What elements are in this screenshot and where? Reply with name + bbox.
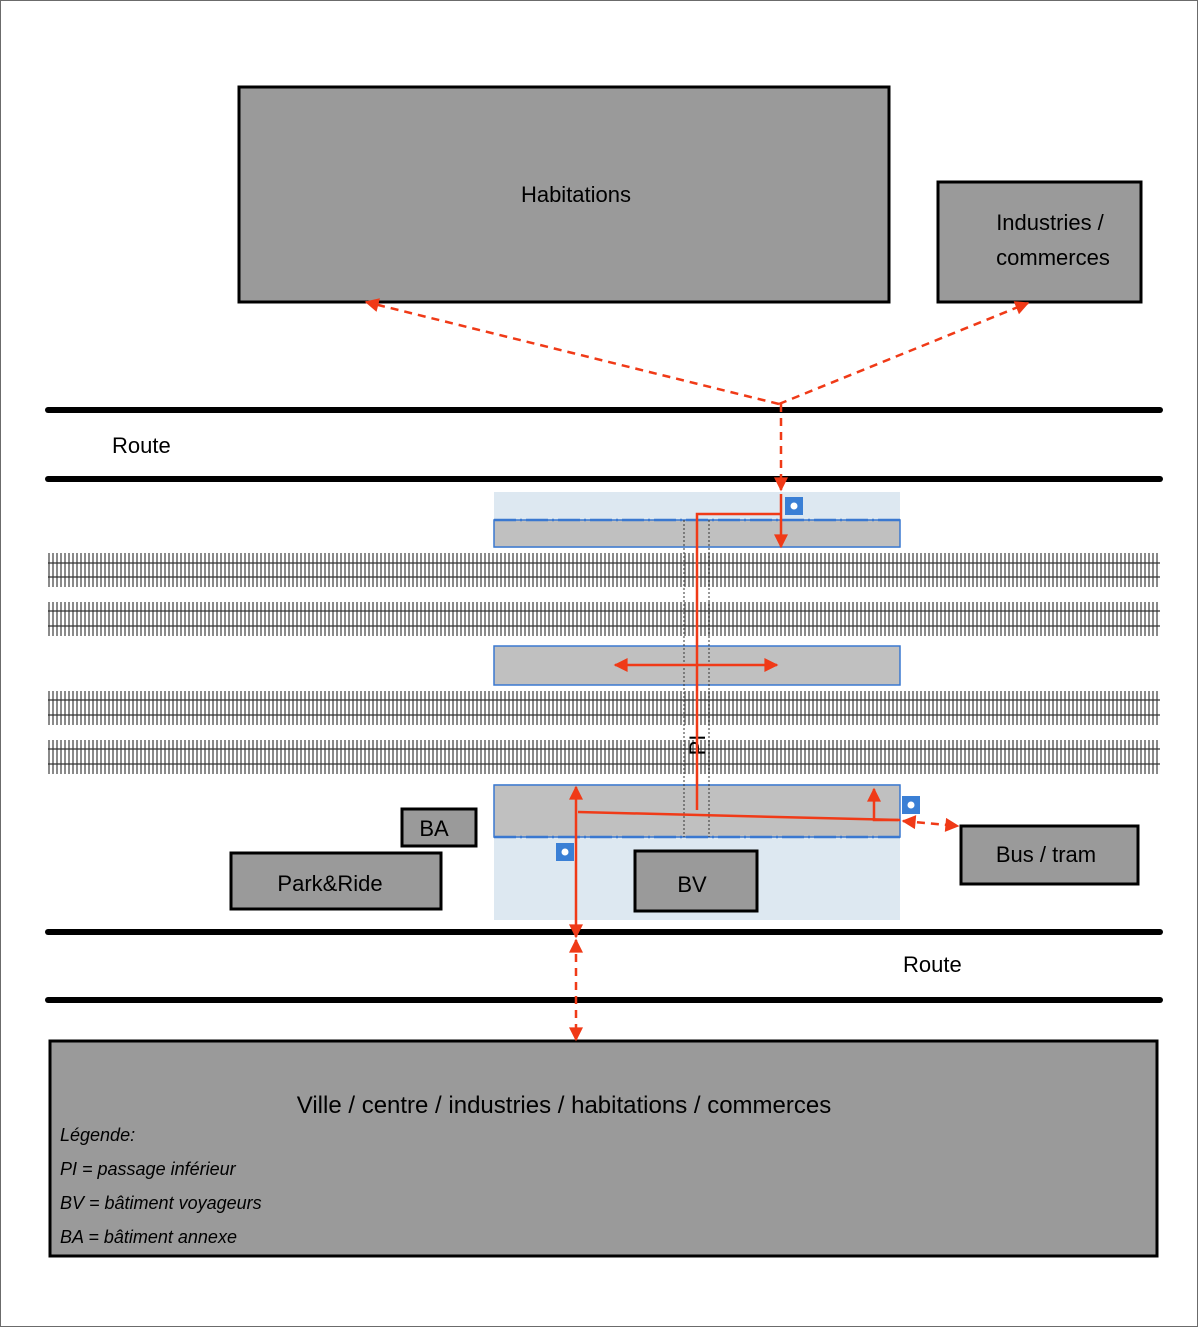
info-icon [785, 497, 803, 515]
ville-label: Ville / centre / industries / habitation… [297, 1092, 831, 1119]
info-icon [556, 843, 574, 861]
track-4 [48, 740, 1160, 774]
legend-item: BV = bâtiment voyageurs [60, 1193, 262, 1213]
path-underpass-bottom [577, 810, 901, 822]
legend-item: PI = passage inférieur [60, 1159, 237, 1179]
habitations-label: Habitations [521, 182, 631, 207]
bottom-road-label: Route [903, 952, 962, 977]
industries-label-line2: commerces [996, 245, 1110, 270]
ba-label: BA [419, 816, 449, 841]
park-ride-label: Park&Ride [277, 871, 382, 896]
legend: Légende: PI = passage inférieur BV = bât… [60, 1125, 262, 1247]
path-to-platform-bottom [867, 787, 898, 822]
access-paths-internal [569, 494, 901, 939]
track-1 [48, 553, 1160, 587]
path-to-industries [778, 301, 1030, 406]
path-to-habitations [364, 298, 780, 406]
railway-tracks [48, 553, 1160, 774]
industries-label-line1: Industries / [996, 210, 1104, 235]
ville-block [48, 1039, 1159, 1258]
top-road-label: Route [112, 433, 171, 458]
industries-block [936, 180, 1143, 304]
info-icon [902, 796, 920, 814]
access-paths-external [364, 298, 1030, 1042]
habitations-block [237, 85, 891, 304]
legend-title: Légende: [60, 1125, 135, 1145]
path-underpass-top [695, 512, 781, 810]
bv-block [633, 849, 759, 913]
track-2 [48, 602, 1160, 636]
bv-label: BV [677, 872, 707, 897]
bus-tram-label: Bus / tram [996, 842, 1096, 867]
bus-tram-block [959, 824, 1140, 886]
park-ride-block [229, 851, 443, 911]
legend-item: BA = bâtiment annexe [60, 1227, 237, 1247]
path-to-bus-tram [901, 815, 960, 832]
track-3 [48, 691, 1160, 725]
ba-block [400, 807, 478, 848]
